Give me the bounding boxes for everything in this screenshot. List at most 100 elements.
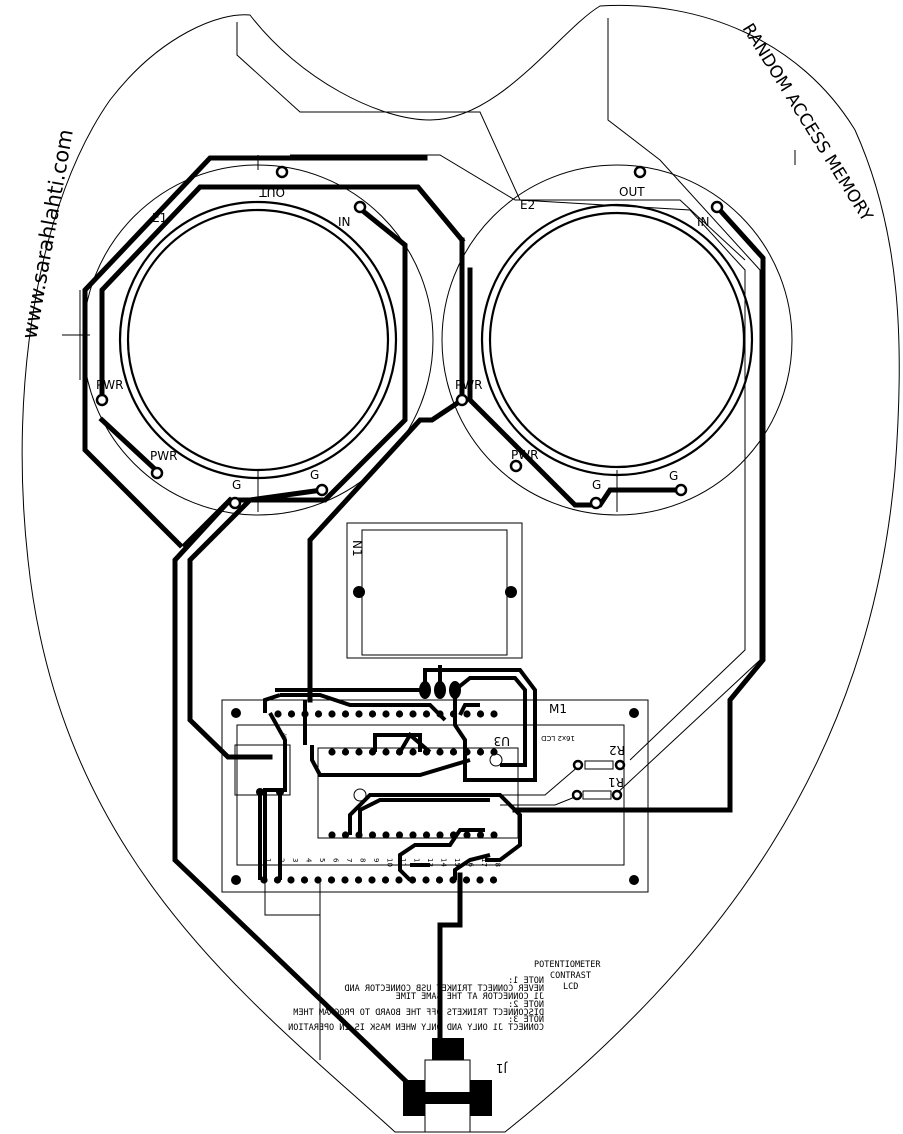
note-line-3: J1 CONNECTOR AT THE SAME TIME	[396, 992, 544, 1002]
trace-m1-mid	[373, 731, 432, 754]
u3-hole-top	[489, 753, 503, 767]
thin-trace-out-right	[607, 18, 761, 796]
note-line-6: NOTE 3:	[508, 1015, 544, 1025]
j1-pad-top	[432, 1038, 464, 1060]
u3-bottom-pad	[395, 831, 404, 839]
header-pin-label: 1	[264, 858, 272, 862]
trace-m1-loop1	[423, 668, 537, 782]
m1-label: M1	[549, 702, 567, 716]
trace-m1-left	[258, 712, 287, 880]
header-bottom-pad	[395, 876, 403, 884]
header-bottom-pad	[476, 876, 484, 884]
e2-pwr-bottom-label: PWR	[511, 448, 538, 462]
r1-label: R1	[608, 775, 624, 789]
e2-out-label: OUT	[619, 185, 645, 199]
u3-top-pad	[436, 748, 444, 756]
header-top-pad	[382, 710, 390, 718]
header-pin-label: 5	[318, 858, 326, 862]
pad-pot-2	[276, 788, 284, 796]
u3-top-pad	[395, 748, 404, 756]
trace-m1-ring	[303, 700, 471, 777]
u3-hole-bottom	[353, 788, 367, 802]
trace-pwr-mid	[307, 237, 465, 703]
j1-pad-right	[470, 1080, 492, 1116]
e1-in-label: IN	[338, 215, 351, 229]
u3-top-pad	[355, 748, 363, 756]
header-top-pad	[409, 710, 417, 718]
u3-bottom-pad	[422, 831, 431, 839]
note-line-4: NOTE 2:	[508, 1000, 544, 1010]
header-top-pad	[476, 710, 485, 718]
header-bottom-pad	[435, 876, 444, 884]
j1-pad-mid	[425, 1092, 470, 1104]
header-bottom-pad	[449, 876, 457, 884]
u3-bottom-pad	[436, 831, 444, 839]
u3-top-pad	[476, 748, 485, 756]
r1-body	[582, 790, 612, 800]
u3-top-pad	[382, 748, 390, 756]
trace-pwr-left-outer	[82, 155, 428, 549]
header-pin-label: 3	[291, 858, 299, 862]
j1-pad-left	[403, 1080, 425, 1116]
u3-top-pad	[328, 748, 336, 756]
u3-top-pad	[449, 748, 458, 756]
header-pin-label: 15	[453, 858, 461, 867]
e1-ref: E1	[152, 211, 167, 225]
e1-g-left-label: G	[232, 478, 241, 492]
header-pin-label: 13	[426, 858, 434, 867]
header-pin-label: 16	[467, 858, 475, 867]
u3-bottom-pad	[409, 831, 417, 839]
n1-pad-right	[505, 586, 517, 598]
board-outline	[21, 4, 900, 1133]
header-bottom-pad	[422, 876, 430, 884]
legend-contrast: CONTRAST	[550, 971, 591, 981]
pad-r1-a	[571, 789, 583, 801]
eye-right-outer-ring	[441, 164, 793, 516]
thin-trace-pot	[500, 764, 581, 806]
eye-right-lens-inner	[488, 211, 746, 469]
j1-label: J1	[496, 1061, 508, 1075]
pad-e1-out	[275, 165, 289, 179]
u3-outline	[317, 747, 519, 839]
e2-in-label: IN	[697, 215, 710, 229]
u3-bottom-pad	[368, 831, 377, 839]
header-bottom-pad	[273, 876, 282, 884]
pad-e2-pwr-top	[455, 393, 469, 407]
notes-block: NOTE 1: NEVER CONNECT TRINKET USB CONNEC…	[288, 976, 544, 1033]
header-pin-label: 11	[399, 858, 407, 867]
n1-outer-box	[346, 522, 523, 659]
m1-outline	[221, 699, 649, 893]
trace-left-pwr-down	[98, 416, 162, 476]
n1-inner-box	[361, 529, 508, 656]
u3-label: U3	[494, 734, 510, 748]
trace-center-bridge	[181, 496, 234, 549]
header-bottom-pad	[354, 876, 363, 884]
legend-potentiometer: POTENTIOMETER	[534, 960, 601, 970]
trace-m1-lower	[348, 793, 522, 862]
header-bottom-pad	[341, 876, 349, 884]
pad-e1-g-left	[228, 496, 242, 510]
e1-out-label: OUT	[259, 185, 285, 199]
note-line-5: DISCONNECT TRINKETS OFF THE BOARD TO PRO…	[293, 1008, 544, 1018]
pad-e2-pwr-bottom	[509, 459, 523, 473]
header-pin-label: 18	[494, 858, 502, 867]
e1-pwr-top-label: PWR	[96, 378, 123, 392]
m1-mount-tr	[629, 708, 639, 718]
e1-pwr-bottom-label: PWR	[150, 449, 177, 463]
header-top-pad	[287, 710, 296, 718]
header-pin-label: 8	[359, 858, 367, 862]
header-top-pad	[490, 710, 498, 718]
misc-pads	[256, 681, 626, 801]
trace-gnd-left	[187, 487, 325, 760]
n1-pad-left	[353, 586, 365, 598]
header-pin-label: 6	[332, 858, 340, 863]
pad-r1-b	[611, 789, 623, 801]
header-pin-label: 4	[305, 858, 313, 863]
header-bottom-pad	[381, 876, 390, 884]
pad-e1-in	[353, 200, 367, 214]
header-bottom-pad	[314, 876, 322, 884]
header-top-pad	[422, 710, 431, 718]
header-pin-label: 14	[440, 858, 448, 867]
